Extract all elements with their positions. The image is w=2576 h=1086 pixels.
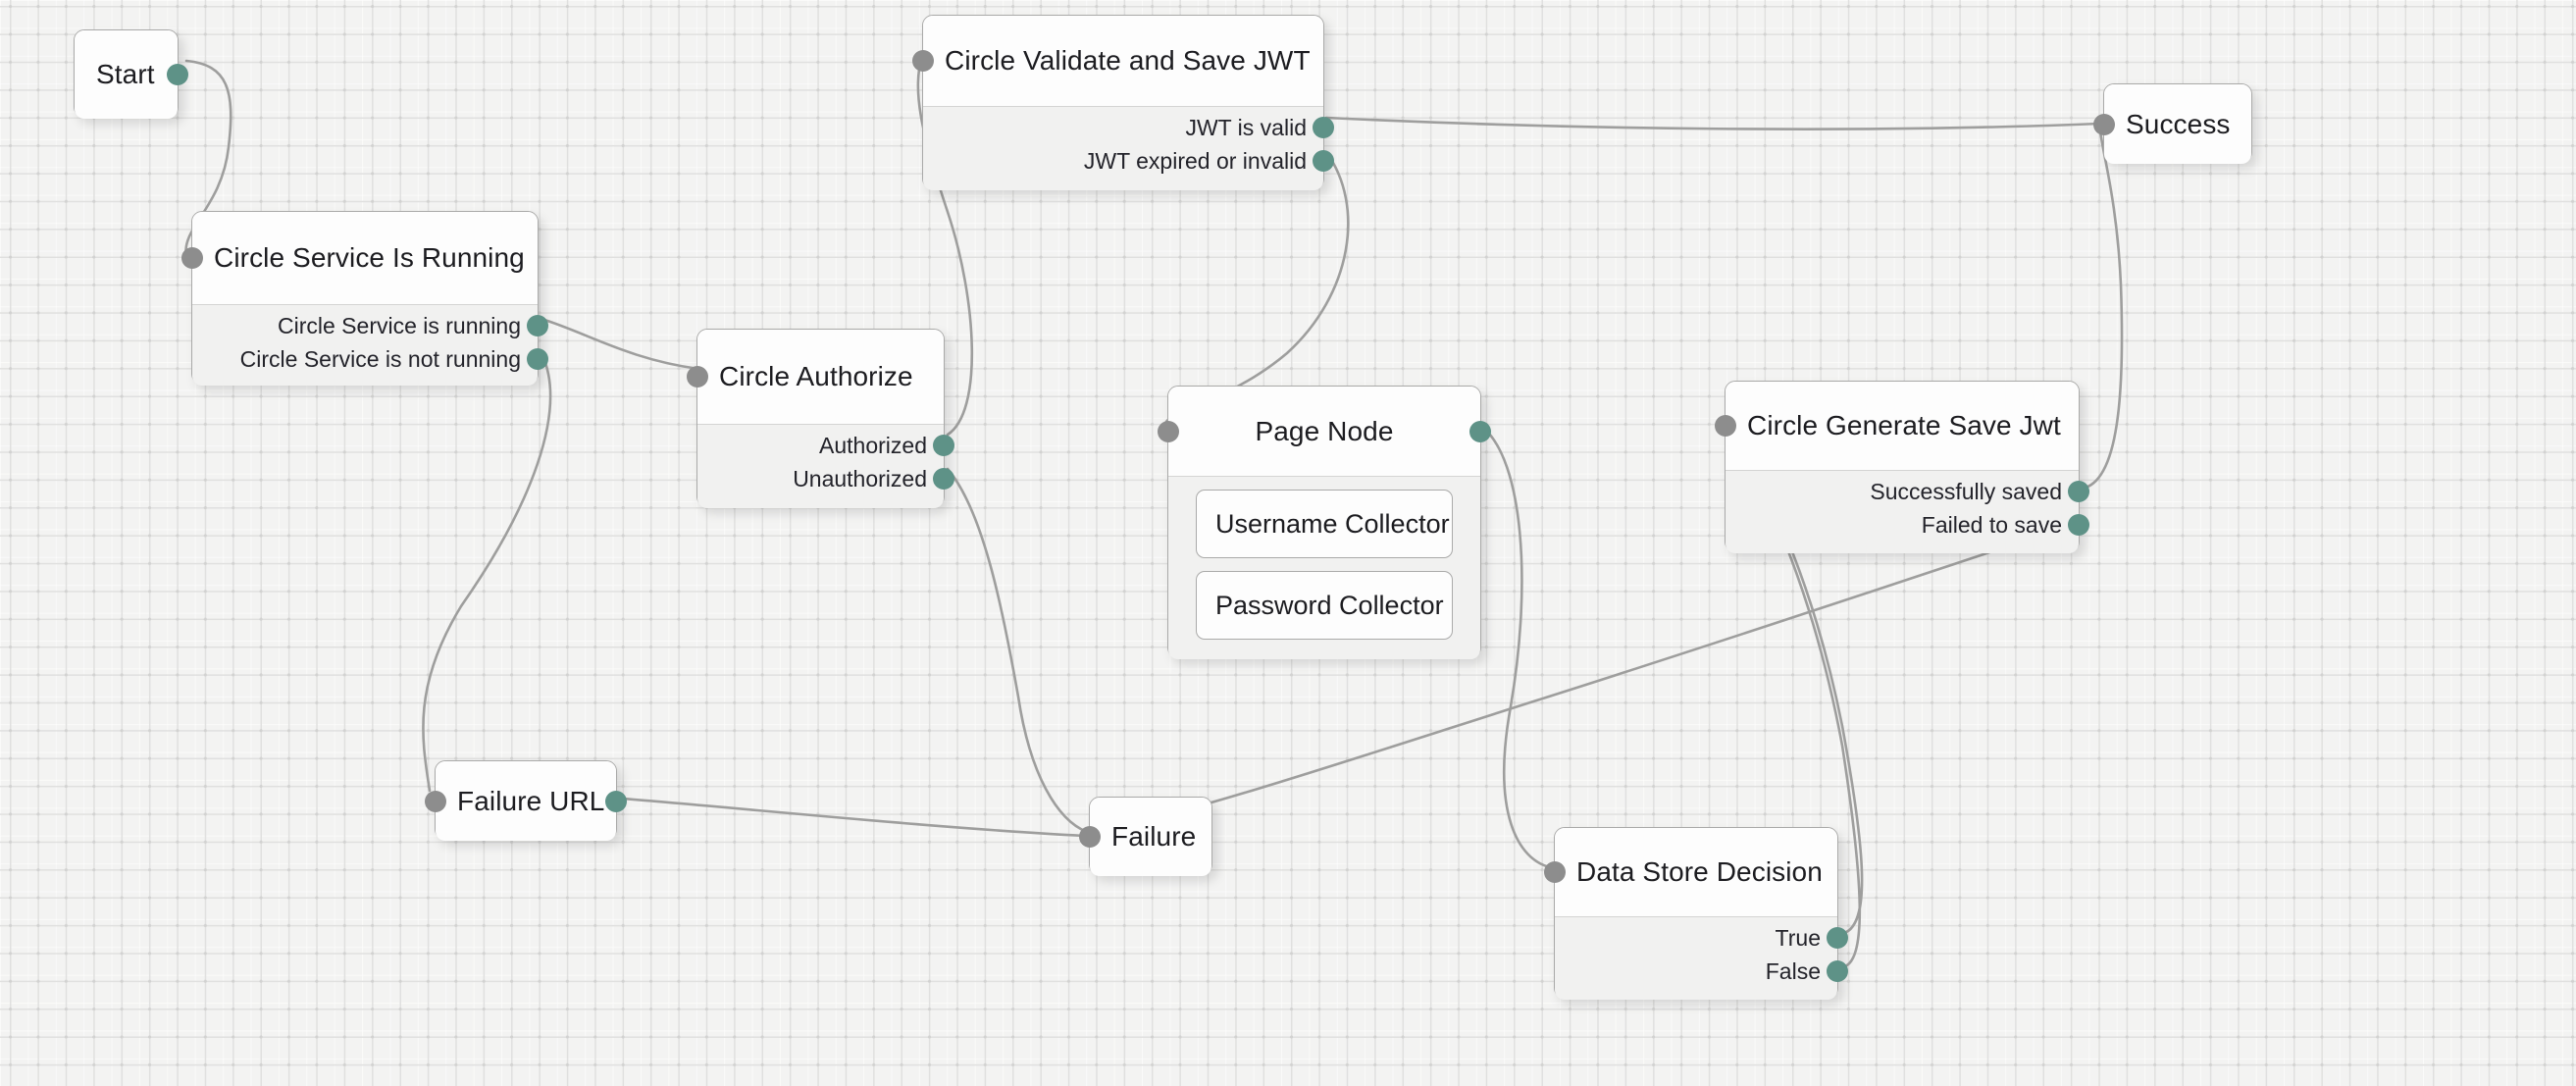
node-header-circle-validate-and-save-jwt: Circle Validate and Save JWT — [912, 16, 1323, 106]
edge-circle-authorize-to-failure[interactable] — [946, 467, 1089, 834]
output-row-circle-service-is-running-1[interactable]: Circle Service is not running — [192, 342, 548, 376]
output-port-page-node[interactable] — [1469, 420, 1491, 442]
output-row-data-store-decision-0[interactable]: True — [1555, 921, 1848, 955]
edge-circle-validate-and-save-jwt-to-success[interactable] — [1324, 116, 2101, 130]
edge-circle-service-is-running-to-circle-authorize[interactable] — [540, 317, 700, 371]
node-title-circle-authorize: Circle Authorize — [719, 361, 913, 391]
output-label-circle-generate-save-jwt-1: Failed to save — [1921, 511, 2062, 538]
node-header-circle-generate-save-jwt: Circle Generate Save Jwt — [1715, 382, 2079, 470]
input-port-circle-generate-save-jwt[interactable] — [1715, 415, 1736, 437]
node-failure-url[interactable]: Failure URL — [425, 760, 627, 841]
input-port-circle-validate-and-save-jwt[interactable] — [912, 50, 934, 72]
collector-page-node-0[interactable]: Username Collector — [1196, 490, 1453, 558]
output-row-circle-service-is-running-0[interactable]: Circle Service is running — [192, 309, 548, 342]
node-header-page-node: Page Node — [1158, 387, 1491, 476]
node-circle-validate-and-save-jwt[interactable]: Circle Validate and Save JWT JWT is valid… — [912, 15, 1334, 190]
output-row-circle-authorize-0[interactable]: Authorized — [697, 429, 954, 462]
edge-circle-generate-save-jwt-to-success[interactable] — [2080, 122, 2124, 491]
output-label-circle-service-is-running-1: Circle Service is not running — [239, 345, 521, 372]
node-header-success: Success — [2093, 84, 2251, 164]
output-row-circle-authorize-1[interactable]: Unauthorized — [697, 462, 954, 495]
node-title-circle-validate-and-save-jwt: Circle Validate and Save JWT — [945, 45, 1311, 76]
node-title-failure: Failure — [1111, 821, 1197, 852]
output-port-circle-validate-and-save-jwt-1[interactable] — [1313, 150, 1334, 172]
collector-label-page-node-1: Password Collector — [1215, 590, 1444, 620]
output-row-circle-validate-and-save-jwt-1[interactable]: JWT expired or invalid — [923, 144, 1334, 178]
output-port-circle-validate-and-save-jwt-0[interactable] — [1313, 117, 1334, 138]
node-header-start: Start — [75, 30, 188, 119]
output-label-data-store-decision-1: False — [1765, 957, 1821, 984]
output-row-circle-validate-and-save-jwt-0[interactable]: JWT is valid — [923, 111, 1334, 144]
input-port-success[interactable] — [2093, 113, 2115, 135]
output-row-circle-generate-save-jwt-0[interactable]: Successfully saved — [1726, 475, 2089, 508]
output-label-circle-authorize-0: Authorized — [819, 432, 927, 458]
edge-failure-url-to-failure[interactable] — [620, 797, 1087, 838]
output-row-circle-generate-save-jwt-1[interactable]: Failed to save — [1726, 508, 2089, 542]
collector-label-page-node-0: Username Collector — [1215, 508, 1450, 539]
node-header-circle-authorize: Circle Authorize — [687, 330, 944, 424]
node-title-failure-url: Failure URL — [457, 785, 605, 816]
output-port-start[interactable] — [167, 64, 188, 85]
node-header-failure: Failure — [1079, 798, 1211, 876]
output-port-circle-generate-save-jwt-1[interactable] — [2068, 514, 2089, 536]
output-port-circle-authorize-0[interactable] — [933, 435, 954, 456]
collector-page-node-1[interactable]: Password Collector — [1196, 571, 1453, 640]
output-port-data-store-decision-1[interactable] — [1827, 960, 1848, 982]
output-port-failure-url[interactable] — [605, 790, 627, 812]
input-port-circle-authorize[interactable] — [687, 366, 708, 388]
output-label-circle-validate-and-save-jwt-1: JWT expired or invalid — [1083, 147, 1307, 174]
output-label-circle-generate-save-jwt-0: Successfully saved — [1870, 478, 2062, 504]
edge-circle-service-is-running-to-failure-url[interactable] — [422, 351, 552, 793]
output-port-circle-service-is-running-0[interactable] — [527, 315, 548, 336]
node-header-circle-service-is-running: Circle Service Is Running — [181, 212, 538, 304]
input-port-circle-service-is-running[interactable] — [181, 247, 203, 269]
node-failure[interactable]: Failure — [1079, 797, 1212, 876]
output-label-circle-authorize-1: Unauthorized — [793, 465, 927, 491]
input-port-data-store-decision[interactable] — [1544, 861, 1566, 883]
output-label-circle-validate-and-save-jwt-0: JWT is valid — [1185, 114, 1307, 140]
node-header-failure-url: Failure URL — [425, 761, 627, 841]
input-port-page-node[interactable] — [1158, 420, 1179, 442]
output-label-data-store-decision-0: True — [1775, 924, 1821, 951]
output-port-circle-service-is-running-1[interactable] — [527, 348, 548, 370]
node-header-data-store-decision: Data Store Decision — [1544, 828, 1837, 916]
node-title-success: Success — [2126, 108, 2231, 139]
node-title-start: Start — [96, 59, 155, 89]
node-title-circle-generate-save-jwt: Circle Generate Save Jwt — [1747, 410, 2061, 440]
output-port-data-store-decision-0[interactable] — [1827, 927, 1848, 949]
input-port-failure[interactable] — [1079, 826, 1101, 848]
node-title-data-store-decision: Data Store Decision — [1576, 856, 1823, 887]
node-title-circle-service-is-running: Circle Service Is Running — [214, 242, 525, 273]
output-port-circle-authorize-1[interactable] — [933, 468, 954, 490]
input-port-failure-url[interactable] — [425, 790, 446, 812]
output-row-data-store-decision-1[interactable]: False — [1555, 955, 1848, 988]
node-start[interactable]: Start — [74, 29, 188, 119]
output-label-circle-service-is-running-0: Circle Service is running — [278, 312, 521, 338]
output-port-circle-generate-save-jwt-0[interactable] — [2068, 481, 2089, 502]
node-title-page-node: Page Node — [1255, 415, 1394, 446]
edge-page-node-to-data-store-decision[interactable] — [1481, 426, 1552, 869]
node-success[interactable]: Success — [2093, 83, 2252, 164]
